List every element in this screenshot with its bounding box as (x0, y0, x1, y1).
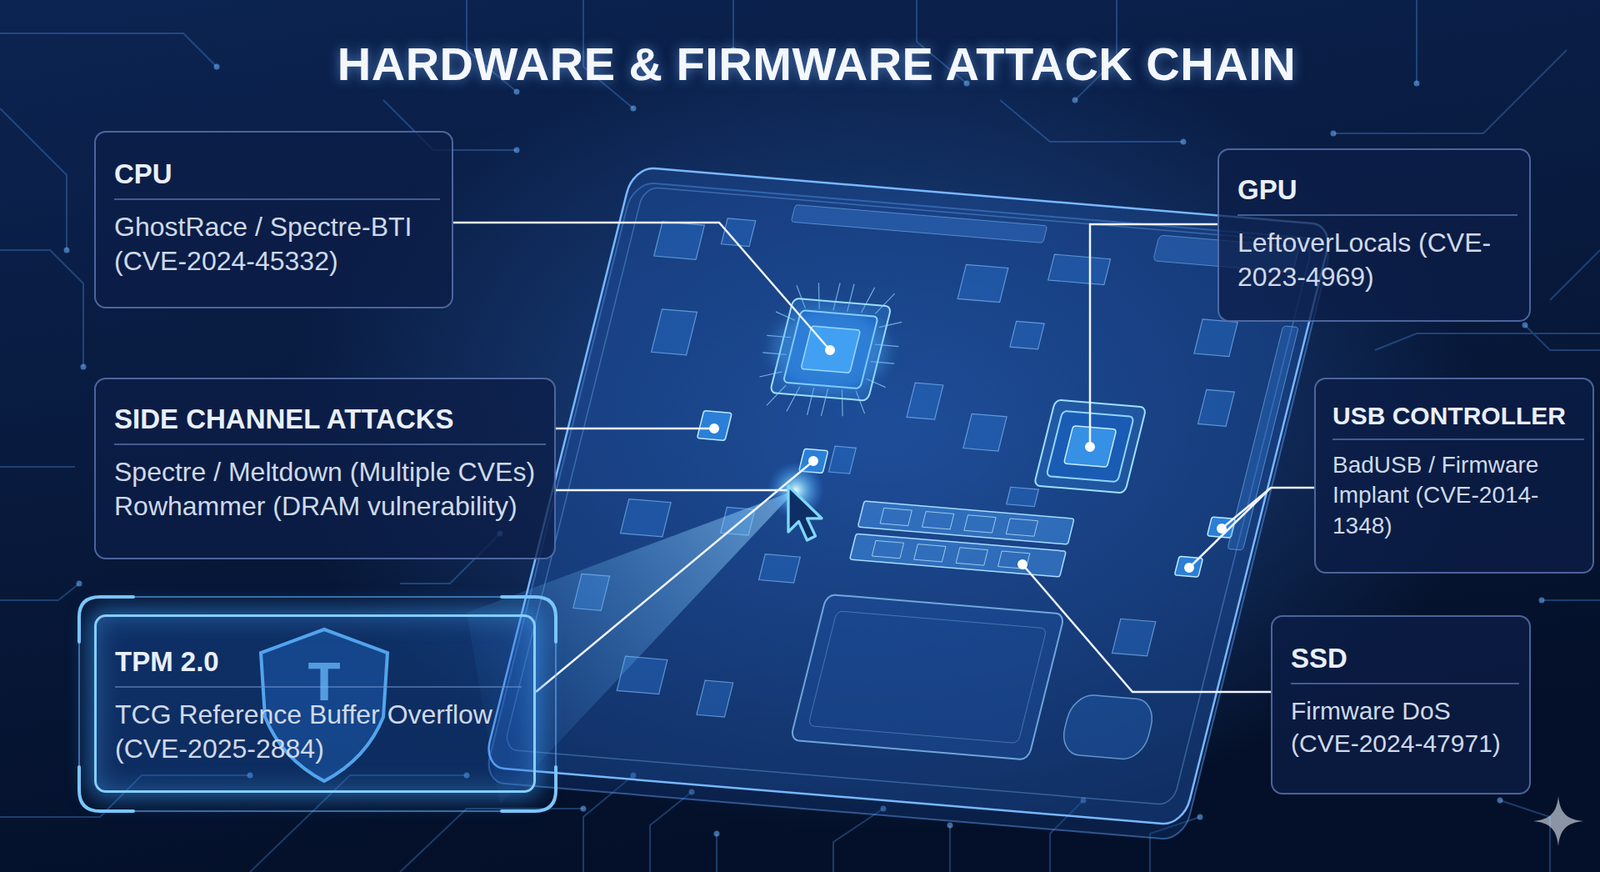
leader-lines (453, 222, 1315, 692)
box-body: LeftoverLocals (CVE-2023-4969) (1237, 225, 1518, 295)
tpm-frame (79, 596, 556, 811)
box-heading: SSD (1290, 641, 1520, 685)
box-heading: CPU (114, 157, 440, 200)
side-connector (1227, 325, 1299, 550)
board-inner (503, 186, 1314, 805)
diagram-title: HARDWARE & FIRMWARE ATTACK CHAIN (66, 36, 1567, 91)
callout-box: USB CONTROLLER BadUSB / Firmware Implant … (1314, 377, 1595, 574)
box-body: GhostRace / Spectre-BTI (CVE-2024-45332) (114, 210, 440, 280)
tpm-brackets (79, 596, 556, 811)
sparkle-mark (1533, 795, 1584, 846)
ram-chips (871, 507, 1038, 569)
callout-box: GPU LeftoverLocals (CVE-2023-4969) (1217, 148, 1531, 322)
top-slot (790, 205, 1048, 244)
callout-box: SIDE CHANNEL ATTACKS Spectre / Meltdown (… (94, 377, 556, 560)
callout-box: TPM 2.0TCG Reference Buffer Overflow (CV… (94, 614, 536, 793)
leader-dots (714, 350, 1222, 568)
trackpad (1058, 693, 1158, 760)
callout-box: CPU GhostRace / Spectre-BTI (CVE-2024-453… (94, 130, 454, 309)
laptop-board (483, 166, 1334, 825)
box-body: Rowhammer (DRAM vulnerability) (114, 489, 546, 525)
box-heading: USB CONTROLLER (1332, 400, 1585, 440)
box-heading: GPU (1237, 173, 1518, 216)
box-body: Spectre / Meltdown (Multiple CVEs) (114, 455, 546, 490)
box-heading: TPM 2.0 (115, 645, 522, 688)
battery-cell (808, 610, 1047, 744)
board-outline (483, 166, 1334, 825)
box-body: BadUSB / Firmware Implant (CVE-2014-1348… (1332, 450, 1585, 541)
box-body: Firmware DoS (CVE-2024-47971) (1290, 694, 1520, 760)
box-body: TCG Reference Buffer Overflow (CVE-2025-… (115, 697, 522, 767)
mouse-cursor (788, 485, 822, 540)
callout-box: SSD Firmware DoS (CVE-2024-47971) (1270, 615, 1531, 795)
battery-pack (790, 594, 1065, 760)
box-heading: SIDE CHANNEL ATTACKS (114, 402, 546, 445)
